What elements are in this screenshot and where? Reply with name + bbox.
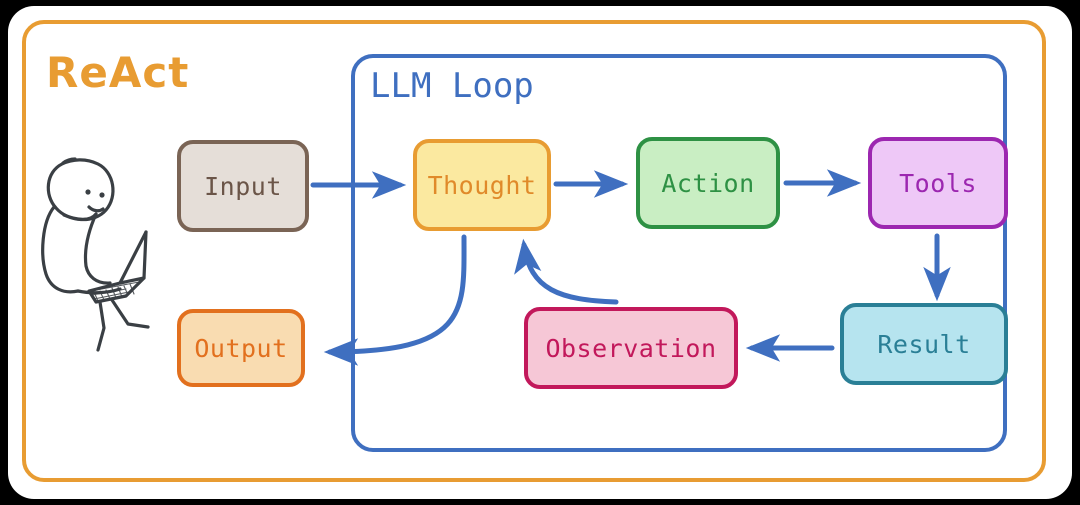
person-with-laptop-icon (41, 157, 150, 352)
node-input[interactable]: Input (177, 140, 309, 232)
node-label-thought: Thought (427, 170, 537, 200)
node-result[interactable]: Result (840, 303, 1008, 385)
node-output[interactable]: Output (177, 309, 305, 387)
llm-loop-title: LLM Loop (370, 66, 534, 106)
node-thought[interactable]: Thought (413, 139, 551, 231)
page-title: ReAct (46, 48, 190, 97)
node-label-output: Output (194, 333, 288, 363)
node-label-action: Action (661, 168, 755, 198)
node-action[interactable]: Action (636, 137, 780, 229)
node-label-tools: Tools (899, 168, 977, 198)
node-observation[interactable]: Observation (524, 307, 738, 389)
react-outer-frame (22, 20, 1046, 482)
node-label-result: Result (877, 329, 971, 359)
node-tools[interactable]: Tools (868, 137, 1008, 229)
node-label-observation: Observation (545, 333, 717, 363)
node-label-input: Input (204, 171, 282, 201)
llm-loop-frame (351, 54, 1007, 452)
